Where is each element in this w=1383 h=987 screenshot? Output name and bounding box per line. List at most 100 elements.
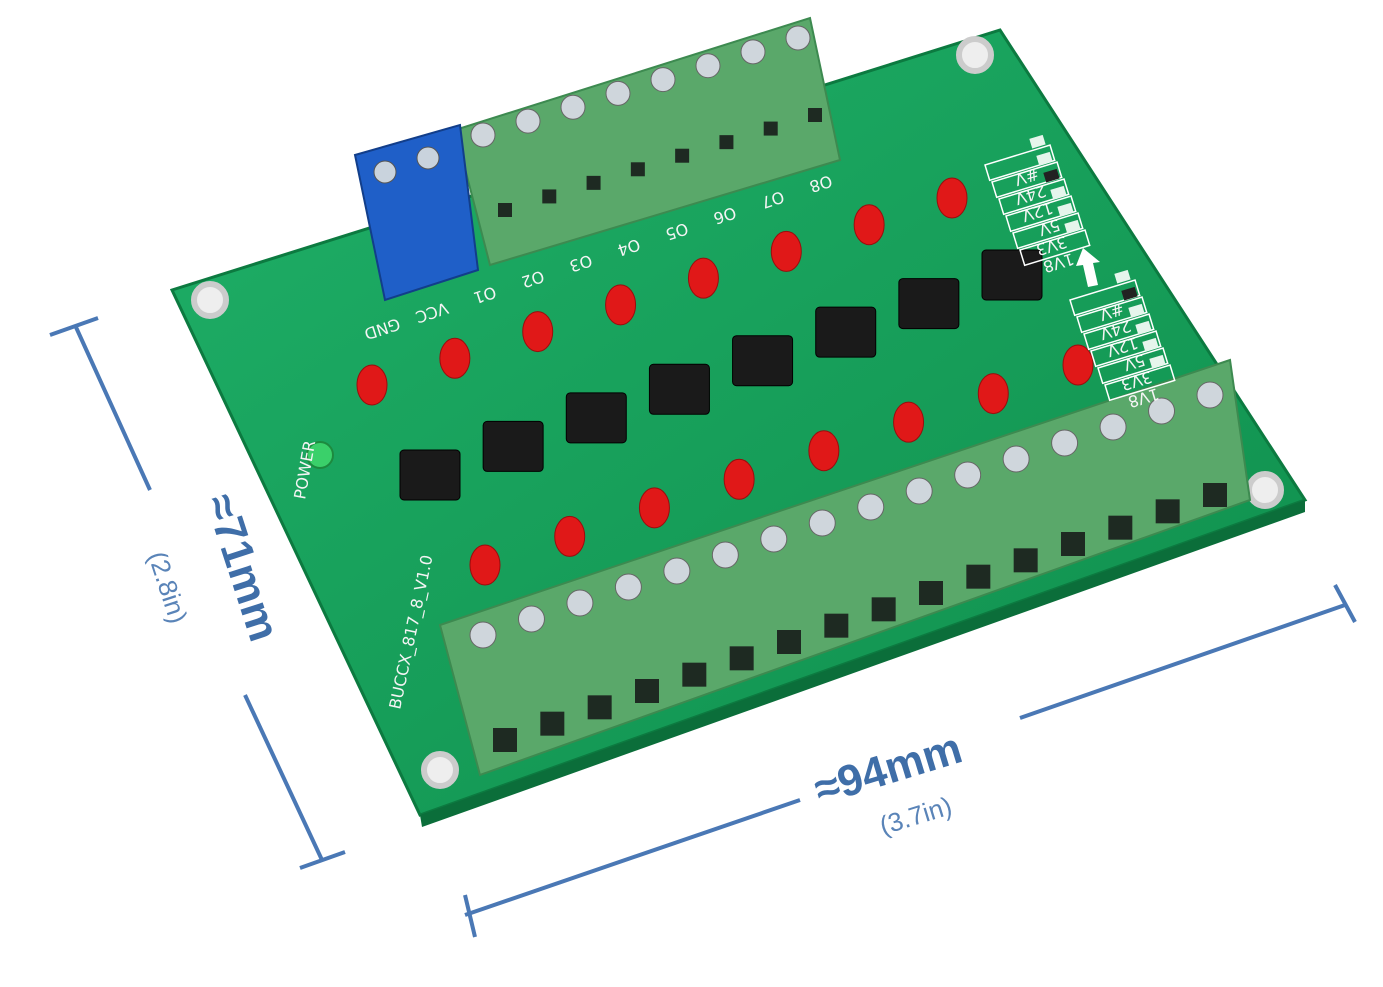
height-tick-top	[49, 316, 99, 337]
terminal-screw	[469, 621, 497, 649]
terminal-screw	[517, 605, 545, 633]
input-led	[977, 373, 1009, 415]
terminal-socket	[587, 695, 612, 720]
terminal-socket	[719, 135, 734, 150]
terminal-screw	[905, 477, 933, 505]
terminal-socket	[630, 162, 645, 177]
terminal-socket	[919, 581, 943, 605]
height-tick-bottom	[299, 850, 346, 870]
terminal-socket	[808, 108, 822, 122]
terminal-screw	[785, 25, 811, 51]
terminal-screw	[760, 525, 788, 553]
terminal-socket	[1203, 483, 1227, 507]
terminal-screw	[740, 39, 766, 65]
width-dimension-line-right	[1019, 603, 1346, 720]
input-led	[554, 515, 586, 557]
terminal-socket	[1155, 499, 1180, 524]
terminal-screw	[857, 493, 885, 521]
terminal-screw	[954, 461, 982, 489]
input-voltage-checkbox	[1135, 320, 1152, 335]
optocoupler-chip	[565, 392, 627, 444]
output-voltage-row	[1012, 212, 1084, 250]
output-led	[439, 337, 471, 379]
terminal-screw	[711, 541, 739, 569]
terminal-socket	[498, 203, 512, 217]
input-voltage-row	[1083, 313, 1155, 351]
output-voltage-row	[991, 161, 1063, 199]
terminal-screw	[1099, 413, 1127, 441]
width-dimension-line-left	[464, 798, 801, 917]
terminal-socket	[682, 662, 707, 687]
input-voltage-row	[1069, 279, 1141, 317]
output-voltage-row	[1005, 195, 1077, 233]
input-voltage-row	[1104, 364, 1176, 402]
output-led	[770, 230, 802, 272]
optocoupler-chip	[648, 363, 710, 415]
terminal-screw	[663, 557, 691, 585]
power-screw	[373, 160, 397, 184]
optocoupler-chip	[482, 420, 544, 472]
terminal-socket	[824, 613, 849, 638]
output-voltage-checkbox	[1057, 202, 1074, 217]
terminal-socket	[763, 121, 778, 136]
input-led	[723, 458, 755, 500]
output-led	[605, 284, 637, 326]
input-voltage-checkbox	[1114, 269, 1131, 284]
input-voltage-checkbox	[1149, 354, 1166, 369]
output-voltage-row	[984, 144, 1056, 182]
terminal-screw	[695, 53, 721, 79]
input-voltage-checkbox	[1121, 286, 1138, 301]
terminal-screw	[1051, 429, 1079, 457]
output-led	[356, 364, 388, 406]
optocoupler-chip	[898, 278, 960, 330]
output-led	[936, 177, 968, 219]
optocoupler-chip	[815, 306, 877, 358]
width-tick-left	[463, 894, 477, 938]
output-voltage-checkbox	[1050, 185, 1067, 200]
terminal-screw	[560, 94, 586, 120]
terminal-socket	[493, 728, 517, 752]
terminal-screw	[566, 589, 594, 617]
terminal-socket	[540, 711, 565, 736]
terminal-socket	[777, 630, 801, 654]
input-led	[893, 401, 925, 443]
height-dimension-line-bottom	[243, 694, 324, 861]
output-voltage-checkbox	[1043, 168, 1060, 183]
input-voltage-checkbox	[1128, 303, 1145, 318]
height-dimension-sub: (2.8in)	[142, 548, 193, 627]
mounting-hole	[956, 36, 994, 74]
terminal-socket	[542, 189, 557, 204]
terminal-socket	[966, 564, 991, 589]
input-voltage-checkbox	[1142, 337, 1159, 352]
terminal-socket	[1108, 515, 1133, 540]
input-voltage-row	[1076, 296, 1148, 334]
terminal-socket	[1013, 548, 1038, 573]
power-led	[306, 441, 334, 469]
height-dimension-label: ≈71mm	[195, 488, 288, 647]
mounting-hole	[1246, 471, 1284, 509]
terminal-socket	[635, 679, 659, 703]
output-voltage-checkbox	[1029, 134, 1046, 149]
output-led	[853, 204, 885, 246]
terminal-screw	[515, 108, 541, 134]
input-led	[638, 487, 670, 529]
terminal-socket	[586, 175, 601, 190]
terminal-socket	[675, 148, 690, 163]
output-voltage-row	[1019, 229, 1091, 267]
terminal-screw	[614, 573, 642, 601]
input-voltage-row	[1090, 330, 1162, 368]
bottom-terminal-block	[438, 358, 1252, 777]
terminal-socket	[1061, 532, 1085, 556]
terminal-screw	[605, 80, 631, 106]
direction-arrow-icon	[1076, 248, 1100, 287]
mounting-hole	[421, 751, 459, 789]
terminal-screw	[808, 509, 836, 537]
width-tick-right	[1333, 584, 1357, 623]
height-dimension-line-top	[73, 324, 152, 491]
optocoupler-chip	[732, 335, 794, 387]
width-dimension-sub: (3.7in)	[876, 791, 955, 841]
terminal-screw	[650, 67, 676, 93]
terminal-screw	[1196, 381, 1224, 409]
